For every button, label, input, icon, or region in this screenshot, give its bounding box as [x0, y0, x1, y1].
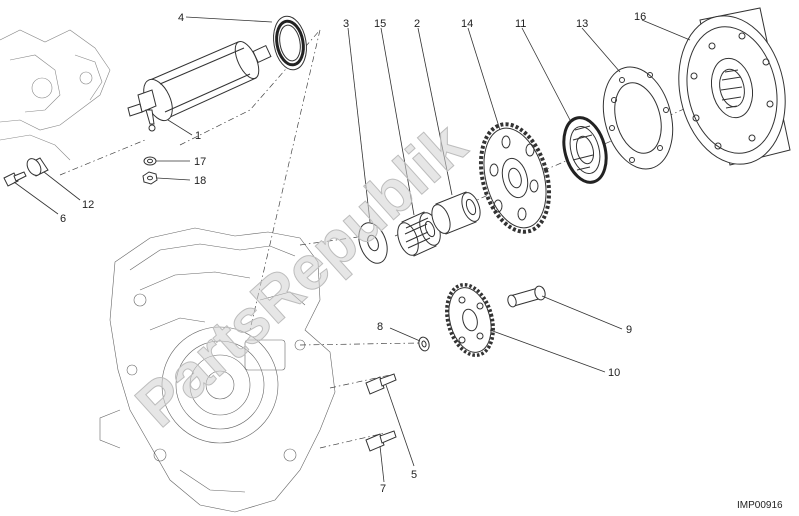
part-13-freewheel-ring — [602, 66, 674, 170]
part-12-bushing — [26, 157, 49, 177]
part-8-washer — [418, 336, 430, 352]
part-11-freewheel — [562, 116, 608, 184]
part-9-shaft — [507, 285, 546, 308]
callout-11: 11 — [515, 18, 526, 30]
part-14-idler-gear — [478, 122, 552, 234]
callout-18: 18 — [194, 175, 206, 187]
part-1-starter-motor — [127, 40, 272, 132]
part-17-washer — [143, 156, 157, 166]
part-2-sleeve — [431, 191, 481, 235]
part-6-screw — [3, 171, 27, 187]
part-4-gasket — [273, 15, 307, 71]
callout-16: 16 — [634, 11, 646, 23]
part-10-small-gear — [445, 283, 495, 357]
leader-lines — [13, 16, 691, 483]
callout-4: 4 — [178, 12, 184, 24]
part-16-flywheel — [678, 7, 791, 166]
diagram-code: IMP00916 — [737, 500, 783, 511]
callout-17: 17 — [194, 156, 206, 168]
callout-12: 12 — [82, 199, 94, 211]
callout-7: 7 — [380, 483, 386, 495]
frame-sketch-upper-left — [0, 29, 111, 161]
callout-6: 6 — [60, 213, 66, 225]
part-7-screw — [365, 430, 397, 452]
callout-3: 3 — [343, 18, 349, 30]
callout-1: 1 — [195, 130, 201, 142]
part-3-washer — [358, 222, 388, 264]
callout-14: 14 — [461, 18, 473, 30]
part-18-nut — [142, 171, 158, 185]
callout-13: 13 — [576, 18, 588, 30]
callout-5: 5 — [411, 469, 417, 481]
callout-10: 10 — [608, 367, 620, 379]
part-5-screw — [365, 373, 397, 395]
callout-15: 15 — [374, 18, 386, 30]
callout-labels: 4 3 15 2 14 11 13 16 1 17 18 12 6 8 9 10… — [60, 11, 646, 495]
callout-9: 9 — [626, 324, 632, 336]
callout-2: 2 — [414, 18, 420, 30]
crankcase-outline — [99, 227, 336, 513]
callout-8: 8 — [377, 321, 383, 333]
